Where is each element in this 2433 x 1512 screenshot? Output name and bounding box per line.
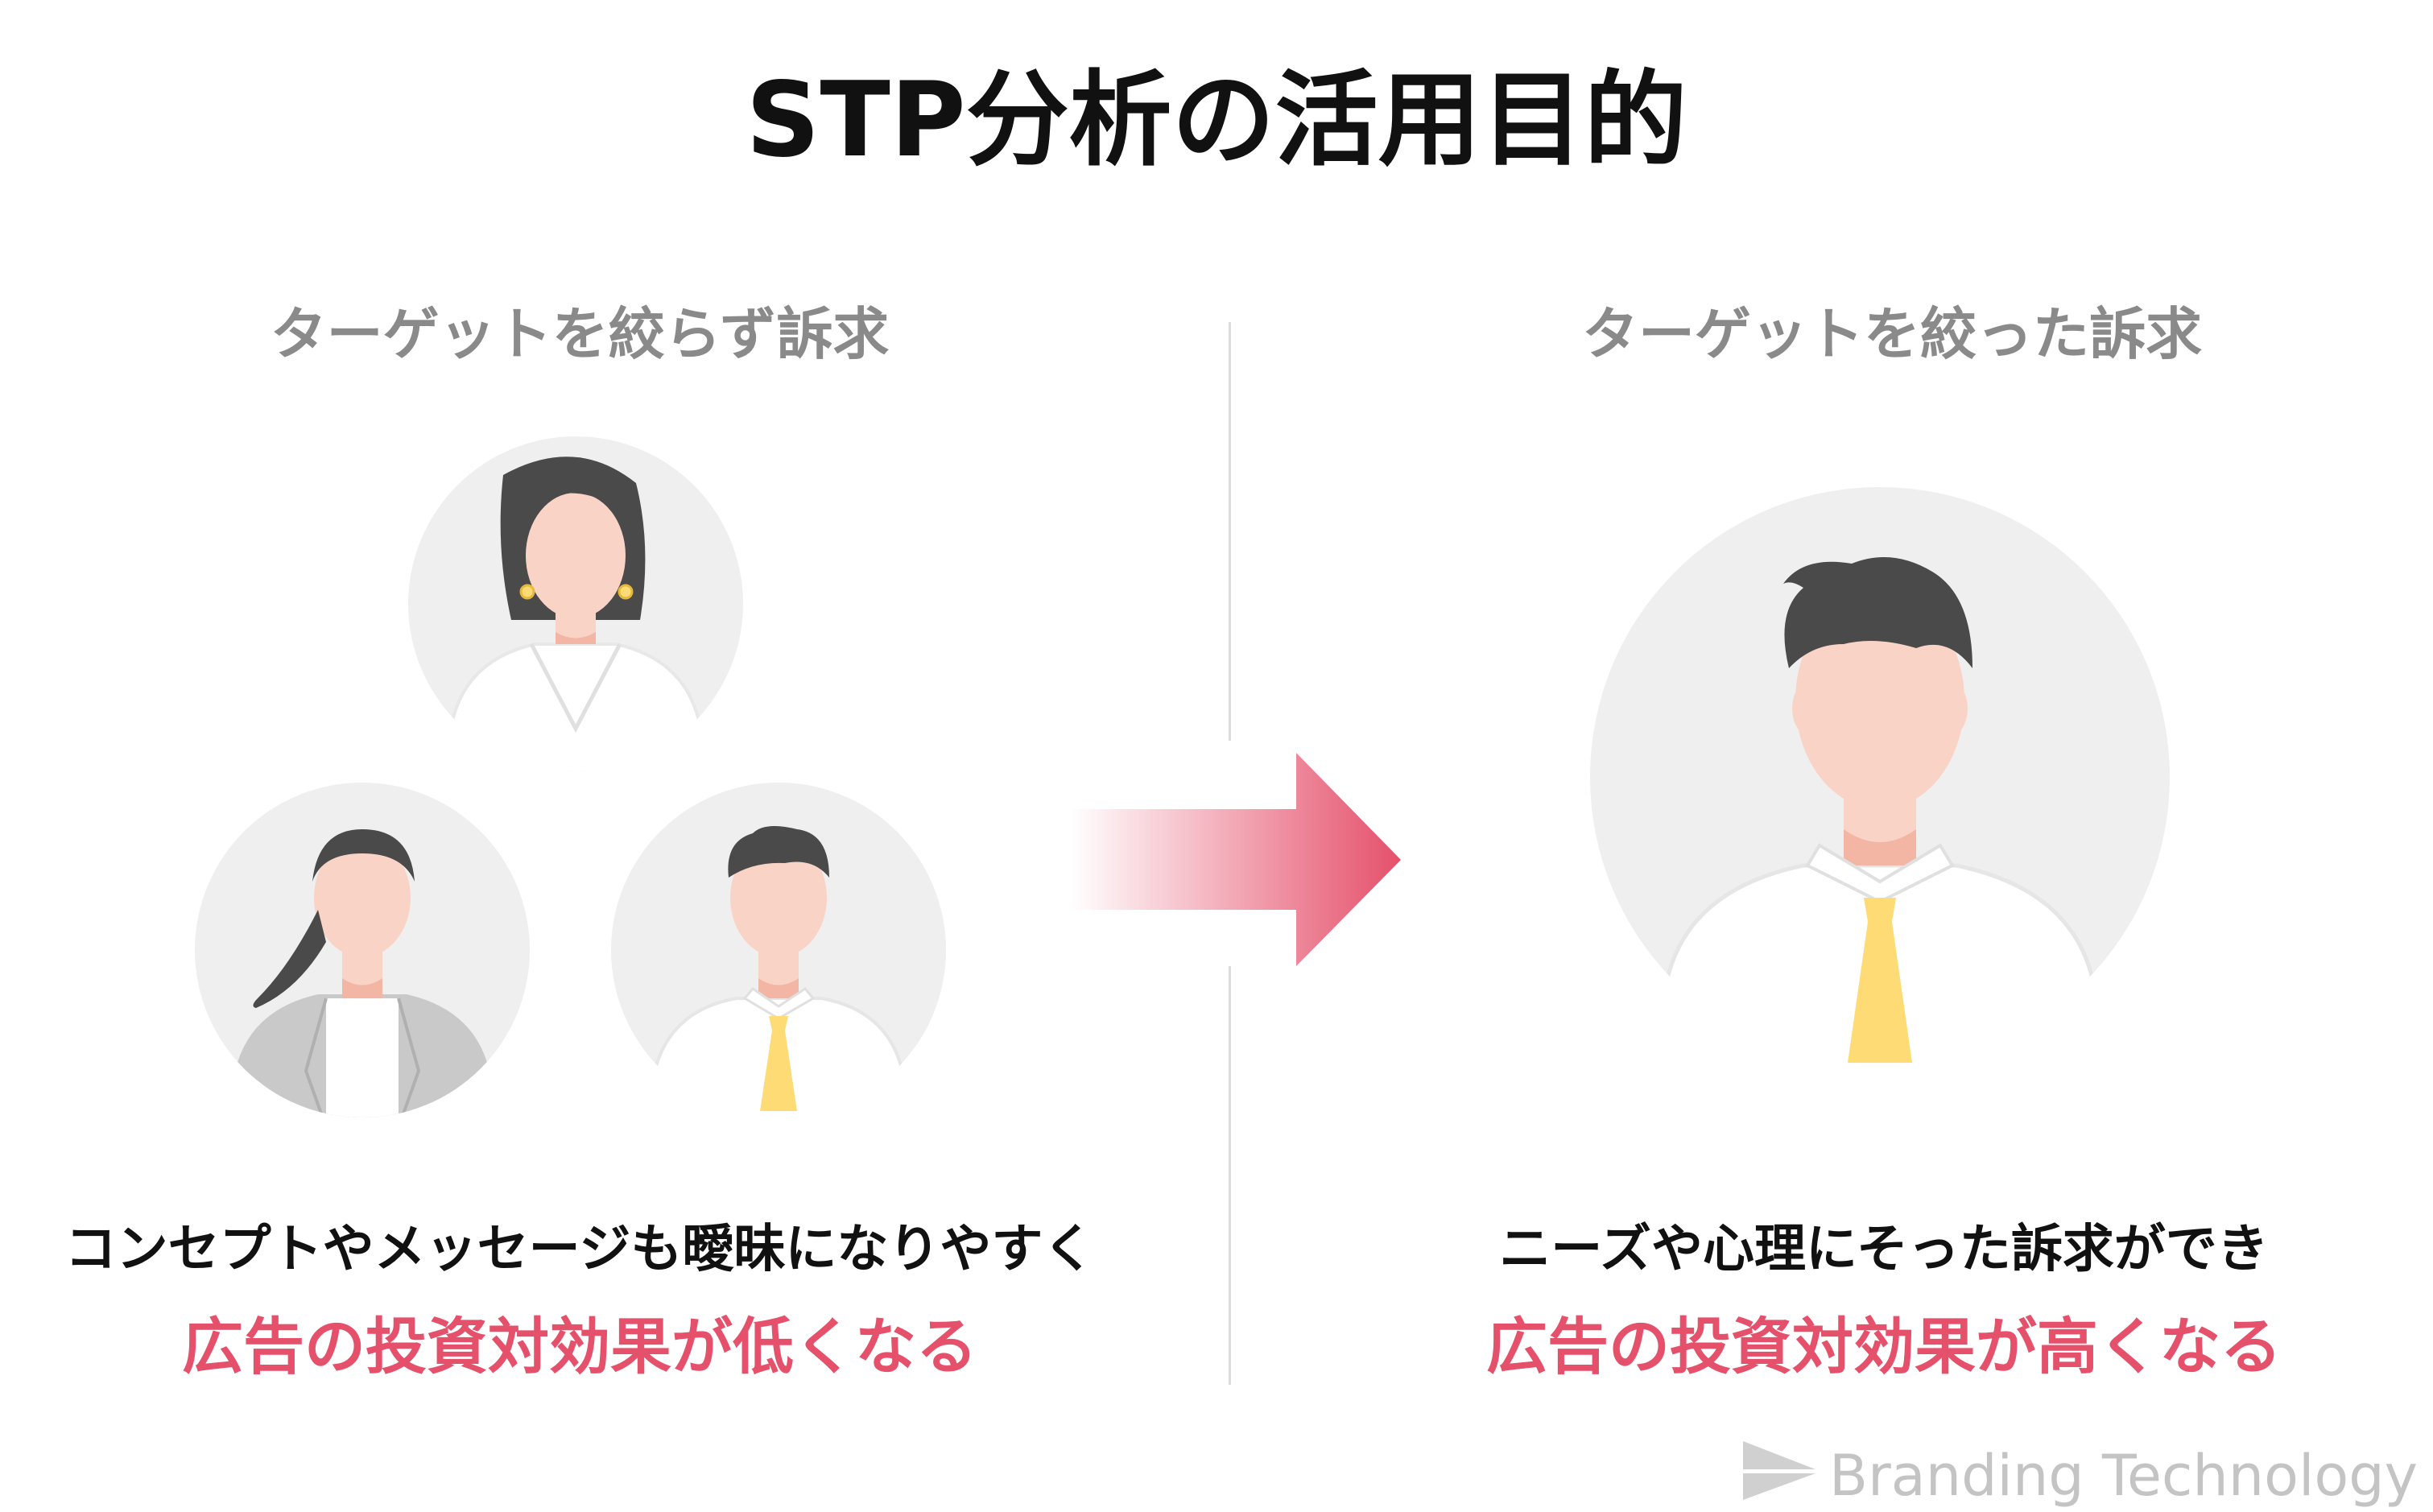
right-description: ニーズや心理にそった訴求ができ (1499, 1220, 2269, 1279)
businessman-small-avatar-icon (611, 783, 946, 1117)
businesswoman-avatar-icon (195, 783, 530, 1117)
right-result: 広告の投資対効果が高くなる (1486, 1311, 2282, 1382)
left-result: 広告の投資対効果が低くなる (182, 1311, 977, 1382)
branding-logo-icon (1743, 1441, 1815, 1500)
businessman-large-avatar-icon (1590, 487, 2170, 1067)
arrow-right-icon (1071, 753, 1401, 966)
brand-name: Branding Technology (1829, 1443, 2419, 1509)
left-description: コンセプトやメッセージも曖昧になりやすく (64, 1220, 1095, 1279)
divider-top (1229, 322, 1231, 741)
divider-bottom (1229, 966, 1231, 1385)
page-title: STP分析の活用目的 (746, 60, 1687, 180)
left-heading: ターゲットを絞らず訴求 (270, 301, 890, 367)
right-heading: ターゲットを絞った訴求 (1582, 301, 2202, 367)
woman-avatar-icon (408, 436, 743, 771)
